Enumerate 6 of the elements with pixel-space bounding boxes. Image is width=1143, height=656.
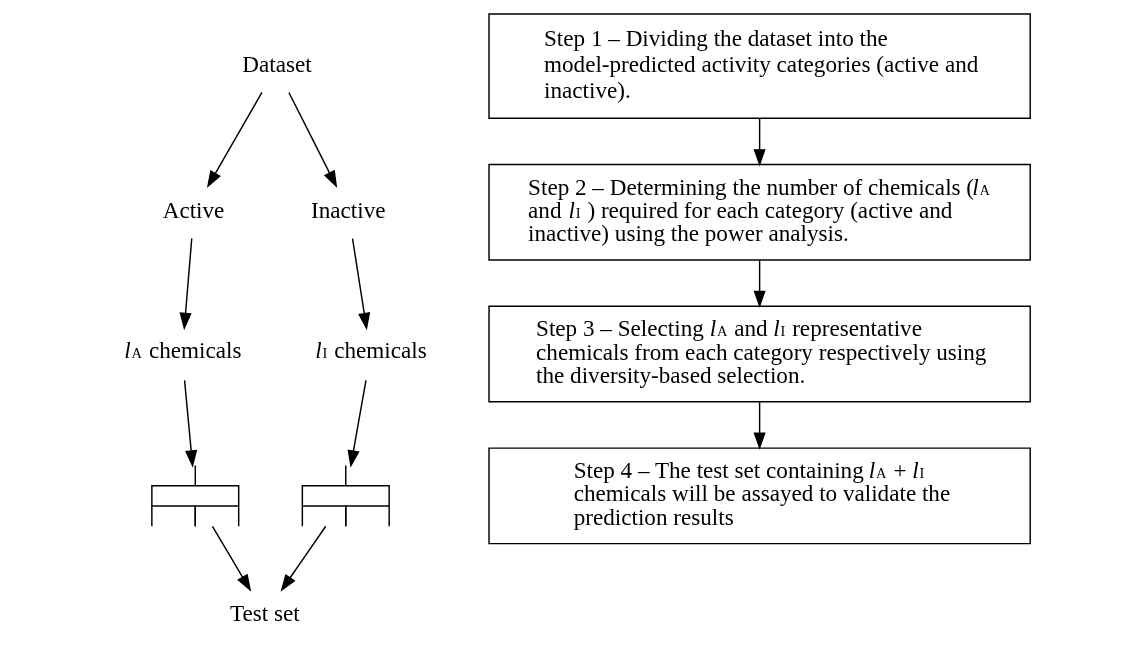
node-text: Test set xyxy=(230,600,300,627)
node-text: lI chemicals xyxy=(315,337,427,364)
node-text: Dataset xyxy=(242,50,312,77)
node-text: Active xyxy=(162,196,225,223)
node-text: Inactive xyxy=(311,196,386,223)
node-text: lA chemicals xyxy=(124,337,242,364)
